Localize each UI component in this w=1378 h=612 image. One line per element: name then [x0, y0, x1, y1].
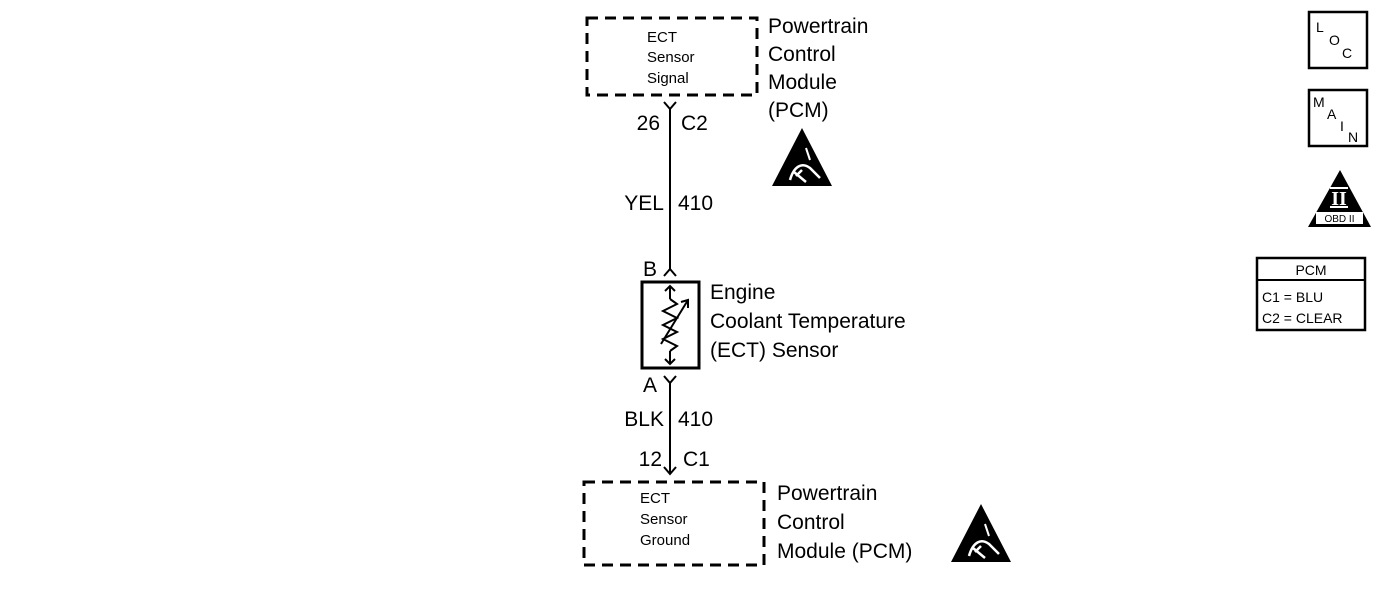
- bottom-module-name-1: Powertrain: [777, 482, 877, 505]
- top-module-name-1: Powertrain: [768, 15, 868, 38]
- bottom-box-line-1: ECT: [640, 490, 670, 507]
- top-box-line-3: Signal: [647, 70, 689, 87]
- bottom-connector: 12 C1: [639, 448, 710, 476]
- sensor-name-1: Engine: [710, 281, 775, 304]
- bottom-connector-pin: 12: [639, 448, 662, 471]
- top-module-name-2: Control: [768, 43, 836, 66]
- main-index-icon[interactable]: M A I N: [1307, 88, 1369, 148]
- main-letter-a: A: [1327, 106, 1337, 122]
- sensor-name-2: Coolant Temperature: [710, 310, 906, 333]
- obd-label: OBD II: [1324, 214, 1354, 225]
- bottom-pcm-module: ECT Sensor Ground Powertrain Control Mod…: [582, 480, 912, 567]
- top-box-line-2: Sensor: [647, 49, 695, 66]
- lower-wire-color: BLK: [624, 408, 664, 431]
- obd-numeral: II: [1331, 188, 1347, 210]
- bottom-module-dashed-box: [582, 480, 766, 567]
- connector-legend: PCM C1 = BLU C2 = CLEAR: [1255, 256, 1367, 332]
- esd-warning-icon: [951, 504, 1011, 562]
- upper-wire-circuit: 410: [678, 192, 713, 215]
- thermistor-icon: [660, 284, 689, 366]
- main-letter-i: I: [1340, 118, 1344, 134]
- bottom-connector-id: C1: [683, 448, 710, 471]
- sensor-terminal-a: A: [643, 374, 657, 397]
- top-connector-pin: 26: [637, 112, 660, 135]
- legend-title: PCM: [1295, 262, 1326, 278]
- sensor-name-3: (ECT) Sensor: [710, 339, 838, 362]
- sensor-terminal-b: B: [643, 258, 657, 281]
- loc-letter-o: O: [1329, 32, 1340, 48]
- top-connector-id: C2: [681, 112, 708, 135]
- top-module-name-3: Module: [768, 71, 837, 94]
- esd-warning-icon: [772, 128, 832, 186]
- sensor-body: [640, 280, 701, 370]
- bottom-box-line-3: Ground: [640, 532, 690, 549]
- loc-letter-l: L: [1316, 19, 1324, 35]
- ect-sensor: B A Engine Coolant Temperature (ECT) Sen…: [640, 258, 906, 397]
- top-box-line-1: ECT: [647, 29, 677, 46]
- top-module-dashed-box: [585, 16, 759, 97]
- lower-wire-circuit: 410: [678, 408, 713, 431]
- upper-wire-color: YEL: [624, 192, 664, 215]
- top-module-name-4: (PCM): [768, 99, 829, 122]
- loc-letter-c: C: [1342, 45, 1352, 61]
- bottom-module-name-3: Module (PCM): [777, 540, 912, 563]
- component-location-icon[interactable]: L O C: [1307, 10, 1369, 70]
- bottom-box-line-2: Sensor: [640, 511, 688, 528]
- top-pcm-module: ECT Sensor Signal Powertrain Control Mod…: [585, 15, 868, 122]
- top-connector: 26 C2: [637, 101, 708, 135]
- legend-row-c2: C2 = CLEAR: [1262, 310, 1343, 326]
- legend-row-c1: C1 = BLU: [1262, 289, 1323, 305]
- main-letter-m: M: [1313, 94, 1325, 110]
- main-letter-n: N: [1348, 129, 1358, 145]
- obd-ii-icon[interactable]: II OBD II: [1308, 170, 1371, 227]
- bottom-module-name-2: Control: [777, 511, 845, 534]
